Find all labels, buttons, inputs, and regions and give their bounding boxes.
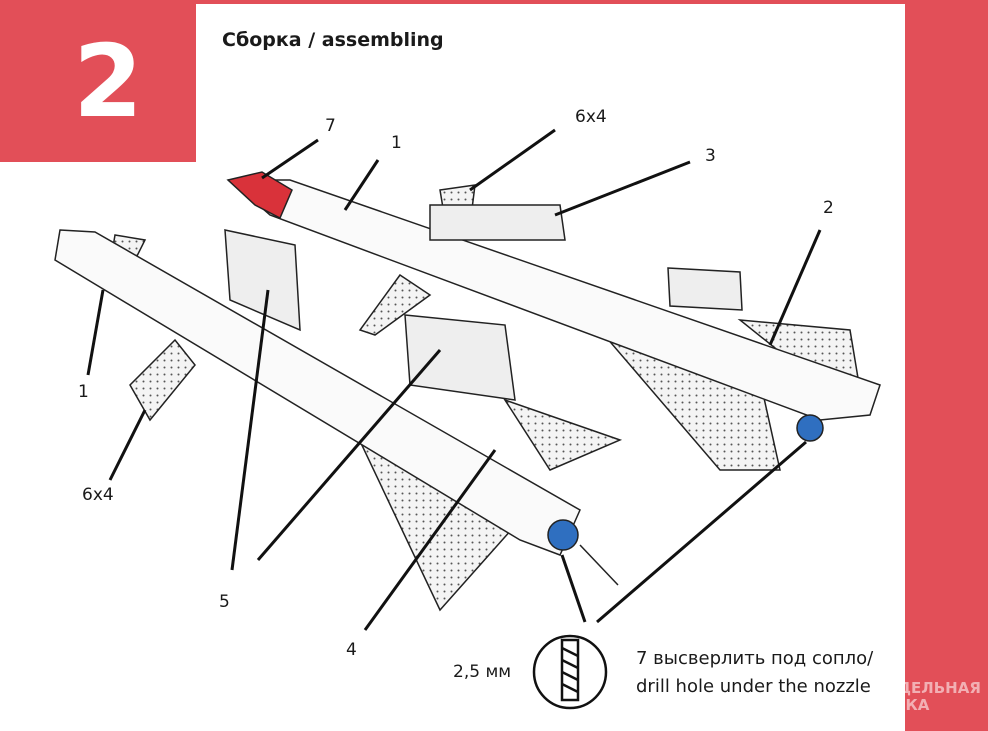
callout-5: 5 xyxy=(219,592,230,612)
top-border xyxy=(196,0,988,4)
callout-2: 2 xyxy=(823,198,834,218)
drill-bit-icon xyxy=(532,634,608,710)
upper-nozzle xyxy=(796,414,824,442)
drill-note-ru: 7 высверлить под сопло/ xyxy=(636,648,874,669)
drill-size: 2,5 мм xyxy=(453,662,512,682)
watermark: МОДЕЛЬНАЯ ЛАВКА xyxy=(870,679,981,714)
callout-7: 7 xyxy=(325,116,336,136)
nose-cone xyxy=(226,171,293,220)
callout-6x4-upper: 6x4 xyxy=(575,107,607,127)
right-border xyxy=(905,0,988,731)
lower-missile xyxy=(54,229,623,612)
callout-6x4-lower: 6x4 xyxy=(82,485,114,505)
lower-nozzle xyxy=(547,519,579,551)
callout-1-lower: 1 xyxy=(78,382,89,402)
upper-missile xyxy=(226,171,881,471)
page-title: Сборка / assembling xyxy=(222,29,444,51)
callout-3: 3 xyxy=(705,146,716,166)
drill-note-en: drill hole under the nozzle xyxy=(636,676,871,697)
step-number: 2 xyxy=(0,0,196,162)
callout-4: 4 xyxy=(346,640,357,660)
leader-lines xyxy=(86,128,822,631)
callout-1-upper: 1 xyxy=(391,133,402,153)
